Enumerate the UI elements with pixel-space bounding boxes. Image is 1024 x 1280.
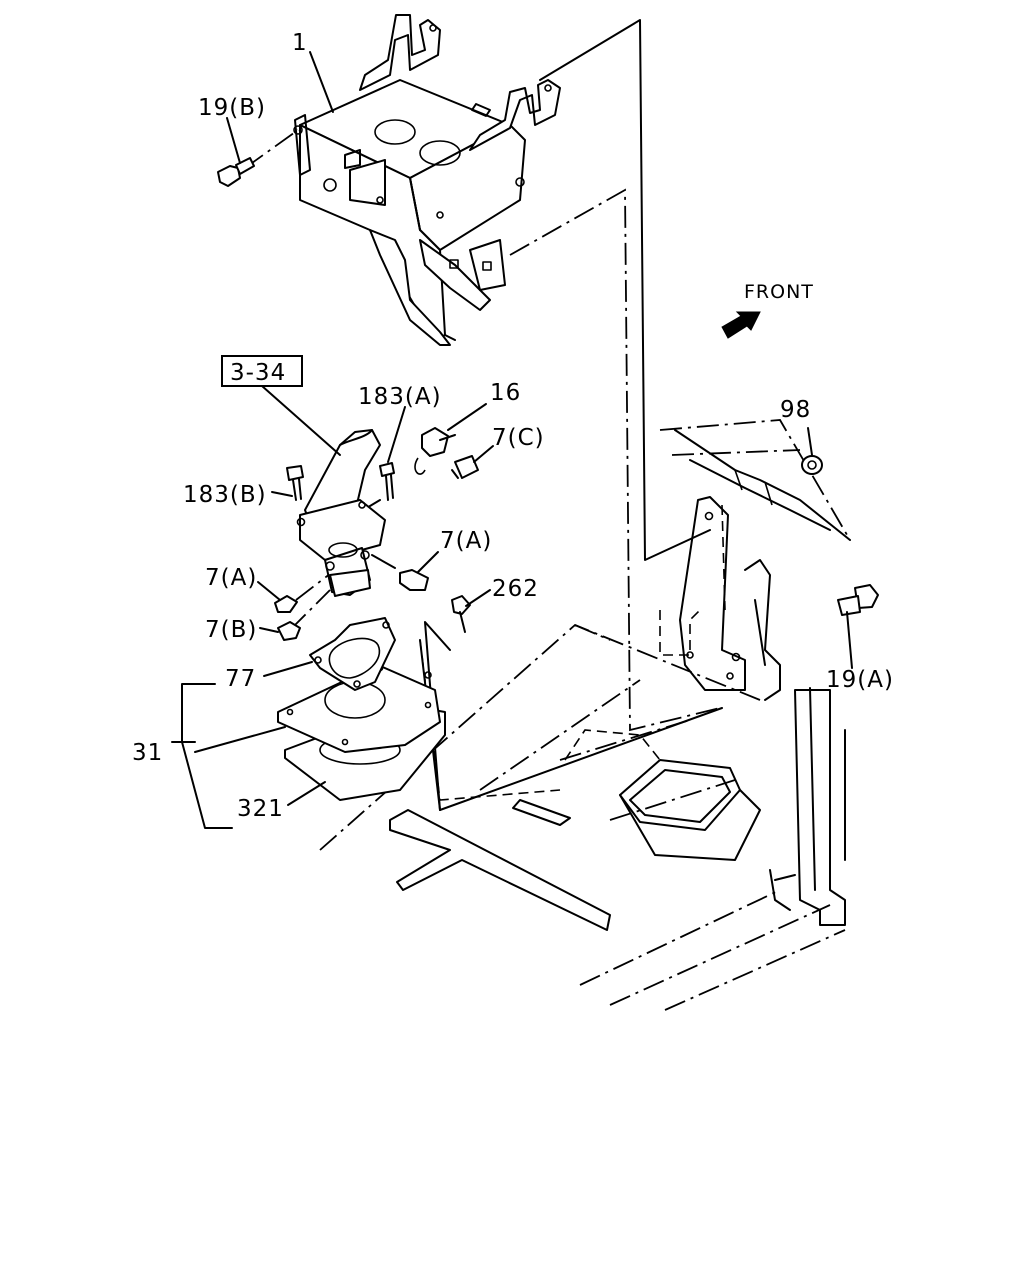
arrow-northeast-icon: [721, 311, 761, 339]
label-19a: 19(A): [826, 667, 894, 693]
cab-floor-frame: [319, 419, 851, 1011]
label-183b: 183(B): [183, 482, 267, 508]
label-7a-right: 7(A): [440, 528, 492, 554]
label-7a-left: 7(A): [205, 565, 257, 591]
label-16: 16: [490, 380, 521, 406]
label-262: 262: [492, 576, 539, 602]
label-1: 1: [292, 30, 308, 56]
callout-labels: 1 19(B) 3-34 183(A) 16 7(C) 183(B) 7(A) …: [132, 30, 894, 822]
bolt-19b: [217, 157, 255, 187]
callout-leaders: [171, 51, 853, 829]
label-3-34: 3-34: [230, 360, 286, 386]
assembly-leader-lines: [244, 19, 723, 811]
label-3-34-box: [221, 355, 303, 387]
label-77: 77: [225, 666, 256, 692]
label-31: 31: [132, 740, 163, 766]
label-7c: 7(C): [492, 425, 545, 451]
pedal-boot-assembly: [296, 429, 396, 597]
label-321: 321: [237, 796, 284, 822]
label-19b: 19(B): [198, 95, 266, 121]
label-7b: 7(B): [205, 617, 257, 643]
small-hardware: [274, 427, 879, 641]
gasket-stack: [277, 617, 446, 801]
pedal-bracket-part-1: [293, 14, 561, 346]
label-front: FRONT: [744, 281, 814, 303]
label-98: 98: [780, 397, 811, 423]
label-183a: 183(A): [358, 384, 442, 410]
